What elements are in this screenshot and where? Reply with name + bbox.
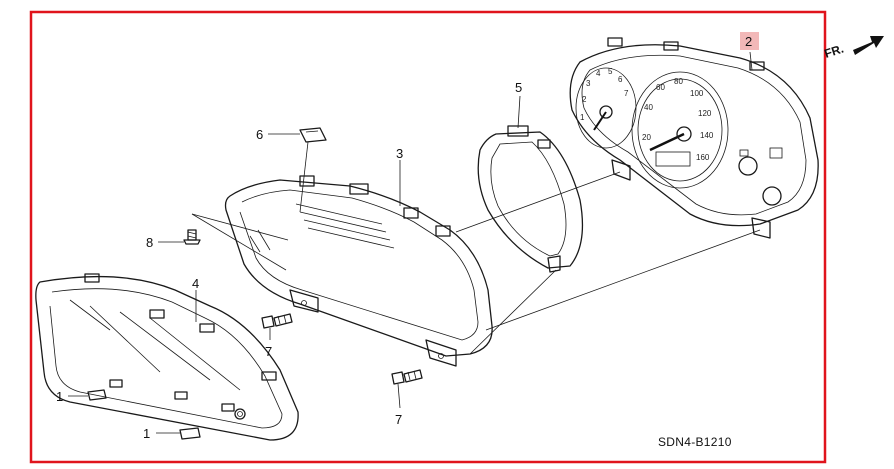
- part-meter-ring: [477, 125, 584, 273]
- svg-text:60: 60: [656, 83, 665, 92]
- svg-text:120: 120: [698, 109, 712, 118]
- part-meter-visor: [224, 175, 493, 367]
- part-screw-7-lower: [391, 369, 423, 385]
- front-direction-indicator: FR.: [823, 36, 884, 61]
- tachometer-scale: 1 2 3 4 5 6 7: [580, 67, 629, 122]
- front-direction-label: FR.: [823, 42, 846, 61]
- assembly-lines: [191, 141, 761, 355]
- svg-text:80: 80: [674, 77, 683, 86]
- callout-7-lower: 7: [395, 412, 402, 427]
- svg-text:40: 40: [644, 103, 653, 112]
- part-lens-cover: [35, 273, 299, 441]
- front-arrow-icon: [853, 36, 884, 55]
- callout-4: 4: [192, 276, 199, 291]
- svg-text:100: 100: [690, 89, 704, 98]
- callout-1-lower: 1: [143, 426, 150, 441]
- callout-2: 2: [745, 34, 752, 49]
- speedometer-scale: 20 40 60 80 100 120 140 160: [642, 77, 714, 162]
- callout-8: 8: [146, 235, 153, 250]
- svg-text:6: 6: [618, 75, 623, 84]
- svg-text:140: 140: [700, 131, 714, 140]
- part-clip-6: [299, 127, 327, 143]
- part-screw-7-upper: [261, 313, 293, 329]
- diagram-frame: [29, 10, 827, 464]
- callout-1-upper: 1: [56, 389, 63, 404]
- callout-2-highlight: [740, 32, 759, 50]
- part-clip-upper: [87, 389, 107, 401]
- callout-leaders: [68, 51, 753, 434]
- svg-text:160: 160: [696, 153, 710, 162]
- tach-needle-icon: [593, 111, 607, 131]
- callout-6: 6: [256, 127, 263, 142]
- svg-text:4: 4: [596, 69, 601, 78]
- part-screw-8: [183, 229, 201, 245]
- callout-3: 3: [396, 146, 403, 161]
- svg-text:2: 2: [582, 95, 587, 104]
- svg-text:3: 3: [586, 79, 591, 88]
- callout-5: 5: [515, 80, 522, 95]
- diagram-code: SDN4-B1210: [658, 435, 732, 449]
- svg-text:7: 7: [624, 89, 629, 98]
- svg-text:20: 20: [642, 133, 651, 142]
- svg-text:5: 5: [608, 67, 613, 76]
- speed-needle-icon: [649, 132, 685, 152]
- svg-text:1: 1: [580, 113, 585, 122]
- part-gauge-assembly: 1 2 3 4 5 6 7 20 40 60 80 100 120 140 16…: [569, 37, 819, 239]
- callout-7-upper: 7: [265, 344, 272, 359]
- part-clip-lower: [179, 427, 201, 440]
